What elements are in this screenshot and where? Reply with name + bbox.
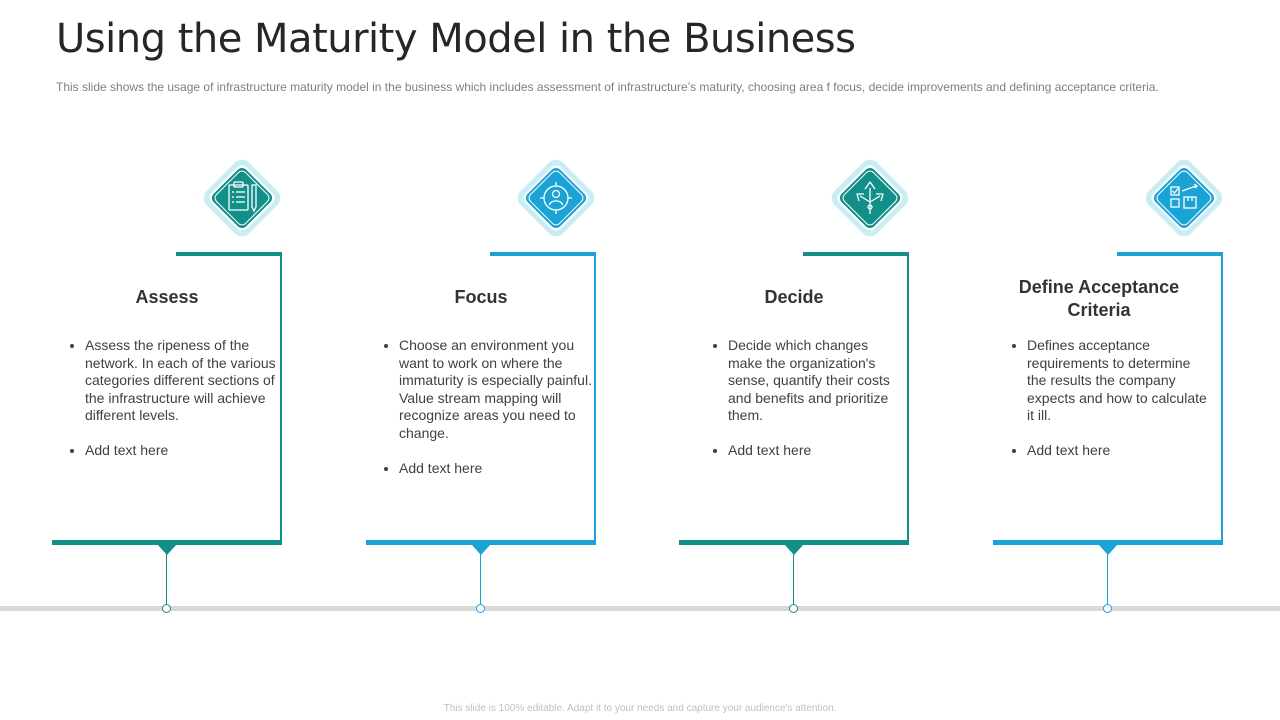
step-card-define-acceptance-criteria: Define Acceptance Criteria Defines accep… <box>993 252 1223 613</box>
timeline-connector <box>1107 552 1108 604</box>
timeline-connector <box>166 552 167 604</box>
timeline-node <box>162 604 171 613</box>
step-title: Assess <box>135 287 199 307</box>
card-pointer <box>471 544 491 555</box>
footer-note: This slide is 100% editable. Adapt it to… <box>443 703 837 714</box>
timeline-connector <box>793 552 794 604</box>
step-bullets: Choose an environment you want to work o… <box>380 337 604 494</box>
step-bullets: Decide which changes make the organizati… <box>709 337 898 477</box>
card-bottom-border <box>366 540 596 545</box>
bullet-item: Add text here <box>85 442 290 460</box>
timeline-node <box>789 604 798 613</box>
card-bottom-border <box>993 540 1223 545</box>
card-top-border <box>1117 252 1223 256</box>
card-bottom-border <box>52 540 282 545</box>
page-title: Using the Maturity Model in the Business <box>56 16 856 62</box>
card-top-border <box>176 252 282 256</box>
step-title: Define Acceptance Criteria <box>1018 277 1180 320</box>
page-subtitle: This slide shows the usage of infrastruc… <box>56 80 1159 94</box>
checklist-boxes-icon <box>1138 152 1230 244</box>
clipboard-icon <box>196 152 288 244</box>
card-right-border <box>594 252 596 544</box>
card-pointer <box>784 544 804 555</box>
card-top-border <box>803 252 909 256</box>
card-right-border <box>280 252 282 544</box>
card-pointer <box>1098 544 1118 555</box>
crossroads-arrows-icon <box>824 152 916 244</box>
bullet-item: Add text here <box>728 442 898 460</box>
card-right-border <box>1221 252 1223 544</box>
step-card-decide: Decide Decide which changes make the org… <box>679 252 909 613</box>
timeline-connector <box>480 552 481 604</box>
step-bullets: Defines acceptance requirements to deter… <box>1008 337 1212 477</box>
card-right-border <box>907 252 909 544</box>
target-user-icon <box>510 152 602 244</box>
timeline-node <box>1103 604 1112 613</box>
bullet-item: Assess the ripeness of the network. In e… <box>85 337 290 425</box>
card-pointer <box>157 544 177 555</box>
bullet-item: Defines acceptance requirements to deter… <box>1027 337 1212 425</box>
bullet-item: Choose an environment you want to work o… <box>399 337 604 443</box>
step-bullets: Assess the ripeness of the network. In e… <box>66 337 290 477</box>
timeline-bar <box>0 606 1280 611</box>
step-card-assess: Assess Assess the ripeness of the networ… <box>52 252 282 613</box>
bullet-item: Add text here <box>399 460 604 478</box>
card-bottom-border <box>679 540 909 545</box>
step-title: Focus <box>454 287 508 307</box>
bullet-item: Add text here <box>1027 442 1212 460</box>
timeline-node <box>476 604 485 613</box>
bullet-item: Decide which changes make the organizati… <box>728 337 898 425</box>
step-title: Decide <box>764 287 824 307</box>
card-top-border <box>490 252 596 256</box>
step-card-focus: Focus Choose an environment you want to … <box>366 252 596 613</box>
